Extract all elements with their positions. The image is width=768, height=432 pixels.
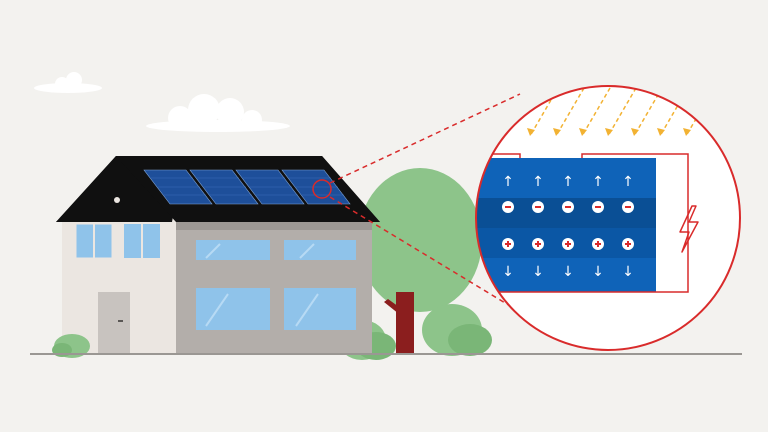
solar-panels [143,169,351,205]
up-arrow-icon: ↑ [502,174,514,190]
magnifier-target-circle [312,179,332,199]
up-arrow-icon: ↑ [532,174,544,190]
magnifier-circle [475,85,741,351]
cloud-center [146,94,290,132]
down-arrow-row: ↓ ↓ ↓ ↓ ↓ [502,264,634,280]
down-arrow-icon: ↓ [502,264,514,280]
down-arrow-icon: ↓ [532,264,544,280]
lightning-bolt-icon [679,205,699,253]
down-arrow-icon: ↓ [592,264,604,280]
front-door [98,292,130,354]
cloud-left [34,72,102,93]
magnified-cell-callout: ↑ ↑ ↑ ↑ ↑ [475,85,741,351]
positive-charge-row [502,238,634,250]
down-arrow-icon: ↓ [622,264,634,280]
left-windows [75,223,160,259]
up-arrow-row: ↑ ↑ ↑ ↑ ↑ [502,174,634,190]
up-arrow-icon: ↑ [622,174,634,190]
right-windows [196,240,356,330]
negative-charge-row [502,201,634,213]
callout-lines [329,93,531,319]
circuit-wire [581,153,689,293]
up-arrow-icon: ↑ [562,174,574,190]
up-arrow-icon: ↑ [592,174,604,190]
tree [358,168,482,354]
down-arrow-icon: ↓ [562,264,574,280]
